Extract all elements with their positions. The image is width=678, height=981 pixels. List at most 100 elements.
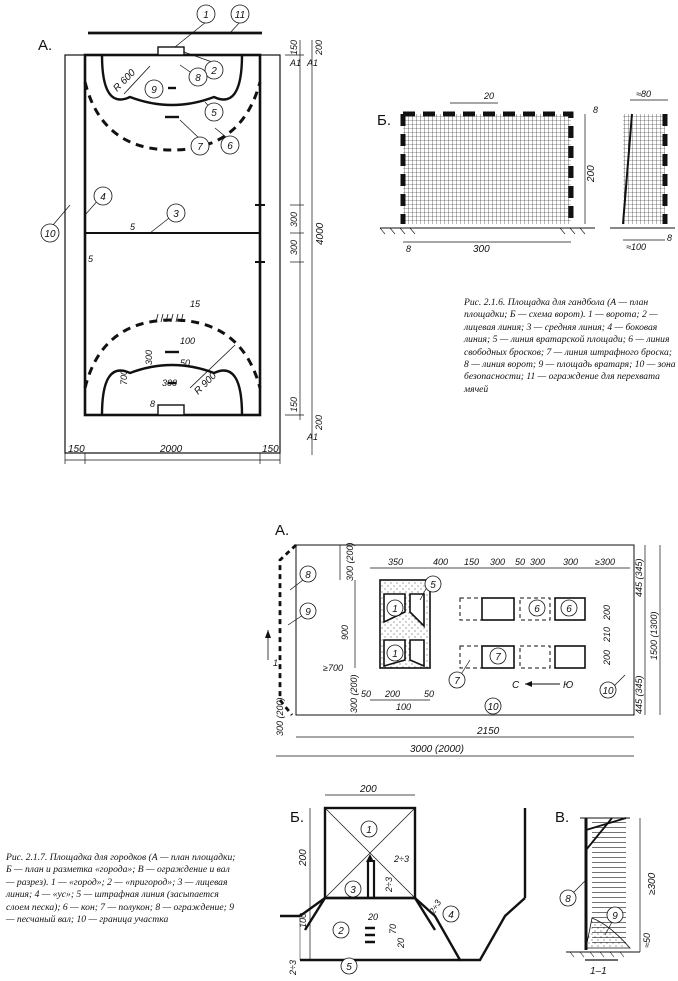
gorodki-caption-title: Рис. 2.1.7. Площадка для городков (А — п… bbox=[6, 852, 236, 888]
callout-3: 3 bbox=[173, 209, 179, 220]
gp-dir-c: С bbox=[512, 680, 520, 691]
gt-callout-1: 1 bbox=[366, 825, 372, 836]
gt-dim-23d: 2÷3 bbox=[288, 960, 298, 976]
goal-dim-8b: 8 bbox=[406, 244, 411, 254]
callout-9: 9 bbox=[151, 85, 157, 96]
gp-dim-300a: 300 bbox=[490, 557, 505, 567]
gp-dim-200b: 200 bbox=[602, 650, 612, 666]
gf-callout-8: 8 bbox=[565, 894, 571, 905]
gorodki-fence-label: В. bbox=[555, 809, 569, 826]
dim-a1-c: А1 bbox=[306, 432, 318, 442]
dim-700: 700 bbox=[119, 370, 129, 385]
gp-dim-300c: 300 bbox=[563, 557, 578, 567]
handball-callout-numbers: 1 11 2 8 9 5 6 7 3 4 10 bbox=[44, 10, 245, 240]
gp-callout-10a: 10 bbox=[602, 686, 614, 697]
gt-callout-3: 3 bbox=[350, 885, 356, 896]
gp-section-1: 1 bbox=[273, 658, 278, 668]
gp-dim-50: 50 bbox=[515, 557, 525, 567]
gorodki-plan bbox=[265, 543, 661, 757]
gp-callout-7a: 7 bbox=[495, 652, 501, 663]
gt-dim-20b: 20 bbox=[396, 938, 406, 949]
dim-top-150: 150 bbox=[289, 40, 299, 55]
gt-callout-4: 4 bbox=[448, 910, 454, 921]
gp-callout-1a: 1 bbox=[392, 604, 398, 615]
dim-bot-150: 150 bbox=[289, 397, 299, 412]
dim-r900: R 900 bbox=[192, 370, 219, 397]
dim-5b: 5 bbox=[88, 254, 94, 264]
goal-label: Б. bbox=[377, 112, 391, 129]
dim-300a: 300 bbox=[144, 350, 154, 365]
dim-300b: 300 bbox=[162, 378, 177, 388]
gp-dim-50b: 50 bbox=[361, 689, 371, 699]
gt-dim-23a: 2÷3 bbox=[393, 854, 409, 864]
gt-dim-70: 70 bbox=[388, 924, 398, 934]
handball-callouts bbox=[40, 4, 250, 243]
gorodki-town-label: Б. bbox=[290, 809, 304, 826]
gp-dim-350: 350 bbox=[388, 557, 403, 567]
gf-section: 1–1 bbox=[590, 966, 607, 977]
gorodki-fence-text: В. 8 9 ≥300 ≈50 1–1 bbox=[555, 809, 658, 977]
goal-dim-8c: 8 bbox=[667, 233, 672, 243]
dim-a1-a: А1 bbox=[289, 58, 301, 68]
gp-dim-300-200: 300 (200) bbox=[345, 542, 355, 581]
gp-callout-7b: 7 bbox=[454, 676, 460, 687]
dim-a1-b: А1 bbox=[306, 58, 318, 68]
gorodki-caption-legend: 1 — «город»; 2 — «пригород»; 3 — лицевая… bbox=[6, 876, 234, 926]
handball-plan-label: А. bbox=[38, 37, 52, 54]
handball-goal bbox=[379, 99, 675, 243]
goal-dim-80: ≈80 bbox=[636, 89, 651, 99]
goal-dim-20: 20 bbox=[483, 91, 494, 101]
handball-goal-dims: Б. 20 8 200 300 8 ≈80 ≈100 8 bbox=[377, 89, 672, 255]
gp-dim-50c: 50 bbox=[424, 689, 434, 699]
callout-4: 4 bbox=[100, 192, 106, 203]
gorodki-fence bbox=[566, 817, 641, 961]
gp-dim-1500: 1500 (1300) bbox=[649, 611, 659, 660]
gorodki-town-callouts bbox=[332, 820, 460, 975]
gf-callout-9: 9 bbox=[612, 911, 618, 922]
gf-dim-300: ≥300 bbox=[647, 872, 658, 895]
gp-dim-150: 150 bbox=[464, 557, 479, 567]
callout-1: 1 bbox=[203, 10, 209, 21]
goal-dim-100: ≈100 bbox=[626, 242, 646, 252]
gp-callout-6a: 6 bbox=[534, 604, 540, 615]
gp-dim-300-edge: 300 (200) bbox=[275, 697, 285, 736]
gp-callout-9: 9 bbox=[305, 607, 311, 618]
goal-dim-8a: 8 bbox=[593, 105, 598, 115]
gorodki-plan-callouts bbox=[299, 565, 617, 715]
gp-callout-5: 5 bbox=[430, 580, 436, 591]
dim-100: 100 bbox=[180, 336, 195, 346]
gp-dim-2150: 2150 bbox=[476, 726, 500, 737]
dim-side-right: 150 bbox=[262, 444, 279, 455]
goal-dim-200: 200 bbox=[586, 165, 597, 183]
dim-length: 4000 bbox=[315, 222, 326, 245]
gp-dim-700: ≥700 bbox=[323, 663, 343, 673]
gt-callout-2: 2 bbox=[337, 926, 344, 937]
gt-callout-5: 5 bbox=[346, 962, 352, 973]
dim-5a: 5 bbox=[130, 222, 136, 232]
gt-dim-20a: 20 bbox=[367, 912, 378, 922]
callout-11: 11 bbox=[235, 10, 245, 21]
gorodki-plan-text: А. 1 1 5 6 6 7 7 8 9 10 10 350 400 150 3… bbox=[273, 522, 659, 755]
callout-10: 10 bbox=[44, 229, 56, 240]
callout-6: 6 bbox=[227, 141, 233, 152]
dim-15: 15 bbox=[190, 299, 201, 309]
gt-dim-23c: 2÷3 bbox=[427, 898, 444, 917]
gp-dim-300b: 300 bbox=[530, 557, 545, 567]
gt-dim-23b: 2÷3 bbox=[384, 877, 394, 893]
dim-bot-200: 200 bbox=[314, 415, 324, 431]
gp-dim-200a: 200 bbox=[602, 605, 612, 621]
handball-caption: Рис. 2.1.6. Площадка для гандбола (А — п… bbox=[464, 297, 678, 396]
callout-5: 5 bbox=[211, 108, 217, 119]
dim-side-left: 150 bbox=[68, 444, 85, 455]
gp-callout-6b: 6 bbox=[566, 604, 572, 615]
gp-callout-1b: 1 bbox=[392, 649, 398, 660]
dim-width: 2000 bbox=[159, 444, 183, 455]
dim-50: 50 bbox=[180, 358, 190, 368]
gt-dim-200h: 200 bbox=[298, 849, 309, 867]
gt-dim-200w: 200 bbox=[359, 784, 377, 795]
handball-dimensions: А. 2000 150 150 4000 200 150 150 200 300… bbox=[38, 37, 326, 455]
gp-dim-445b: 445 (345) bbox=[634, 675, 644, 714]
gp-callout-10b: 10 bbox=[487, 702, 499, 713]
handball-caption-title: Рис. 2.1.6. Площадка для гандбола (А — п… bbox=[464, 297, 649, 321]
